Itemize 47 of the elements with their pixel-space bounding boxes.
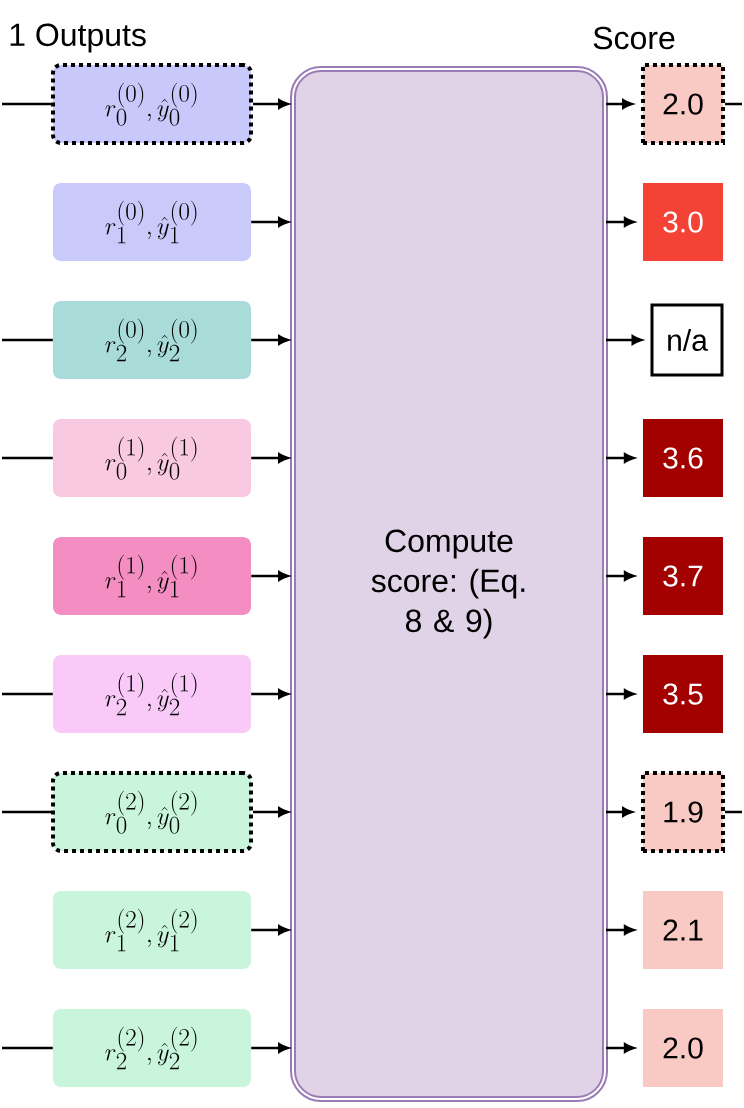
arrow [251, 689, 289, 699]
arrow [606, 571, 635, 581]
column-heading: Score [593, 26, 675, 50]
score-box: 3.5 [643, 655, 723, 733]
score-box: n/a [650, 303, 724, 377]
arrow [253, 99, 289, 109]
arrow [251, 571, 289, 581]
arrow [606, 925, 635, 935]
formula-box: $r_1^{(2)}, \hat{y}_1^{(2)}$ [53, 891, 251, 969]
score-box: 2.0 [643, 1009, 723, 1087]
score-box: 2.0 [641, 63, 725, 145]
line [2, 1046, 53, 1050]
score-box: 2.1 [643, 891, 723, 969]
line [2, 338, 53, 342]
arrow [606, 217, 635, 227]
formula-box: $r_0^{(0)}, \hat{y}_0^{(0)}$ [51, 63, 253, 145]
line [725, 810, 742, 814]
score-box: 1.9 [641, 771, 725, 853]
formula-box: $r_0^{(1)}, \hat{y}_0^{(1)}$ [53, 419, 251, 497]
arrow [606, 807, 633, 817]
arrow [606, 689, 635, 699]
column-heading: 1 Outputs [10, 23, 146, 53]
score-box: 3.6 [643, 419, 723, 497]
line [725, 102, 742, 106]
arrow [606, 453, 635, 463]
score-box: 3.7 [643, 537, 723, 615]
formula-box: $r_1^{(1)}, \hat{y}_1^{(1)}$ [53, 537, 251, 615]
line [2, 692, 53, 696]
arrow [251, 1043, 289, 1053]
process-box: Compute score: (Eq. 8 & 9) [290, 66, 608, 1102]
score-box: 3.0 [643, 183, 723, 261]
line [2, 810, 51, 814]
arrow [251, 925, 289, 935]
arrow [606, 335, 643, 345]
formula-box: $r_2^{(2)}, \hat{y}_2^{(2)}$ [53, 1009, 251, 1087]
arrow [251, 453, 289, 463]
arrow [606, 1043, 635, 1053]
arrow [253, 807, 289, 817]
arrow [251, 335, 289, 345]
arrow [606, 99, 633, 109]
arrow [251, 217, 289, 227]
line [2, 456, 53, 460]
formula-box: $r_1^{(0)}, \hat{y}_1^{(0)}$ [53, 183, 251, 261]
formula-box: $r_2^{(1)}, \hat{y}_2^{(1)}$ [53, 655, 251, 733]
line [2, 102, 51, 106]
formula-box: $r_0^{(2)}, \hat{y}_0^{(2)}$ [51, 771, 253, 853]
formula-box: $r_2^{(0)}, \hat{y}_2^{(0)}$ [53, 301, 251, 379]
